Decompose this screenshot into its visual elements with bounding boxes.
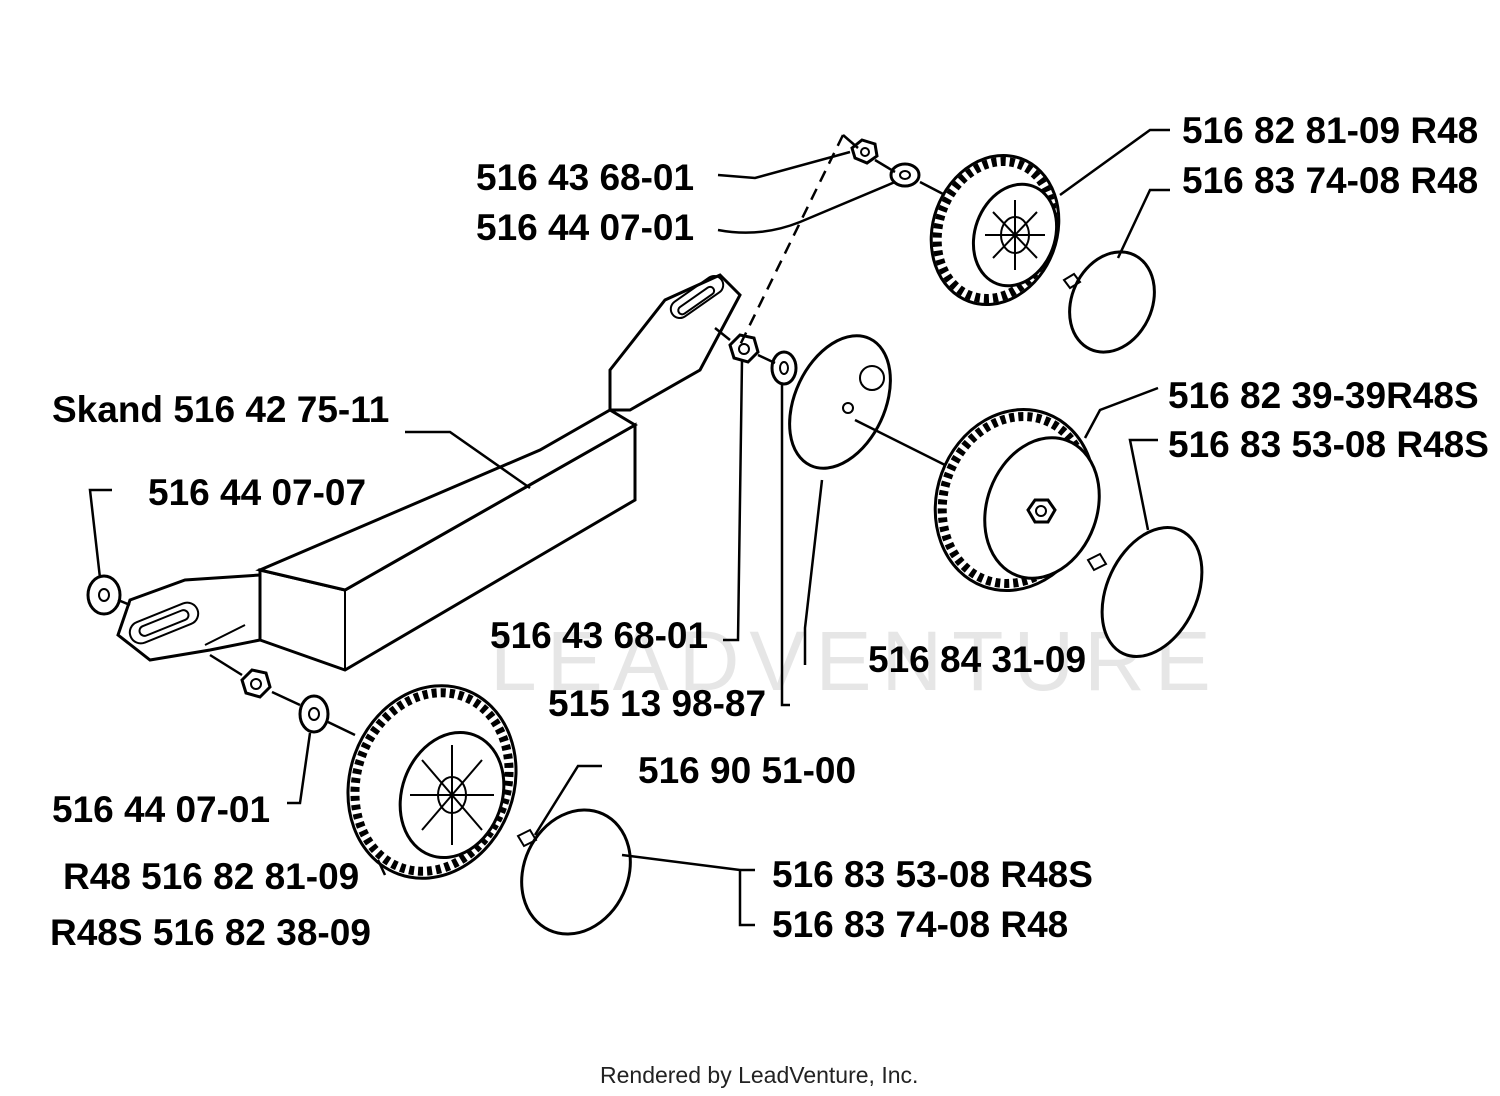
nut-top	[850, 138, 879, 165]
label-r48s-516-82-38-09: R48S 516 82 38-09	[50, 912, 371, 953]
assembly-lines	[117, 134, 946, 737]
washer-bottom	[298, 694, 330, 734]
label-516-84-31-09: 516 84 31-09	[868, 639, 1086, 680]
label-skand-516-42-75-11: Skand 516 42 75-11	[52, 389, 389, 430]
wheel-plate	[788, 334, 892, 470]
wheel-middle-right	[933, 408, 1101, 592]
footer-credit: Rendered by LeadVenture, Inc.	[600, 1062, 918, 1088]
hubcap-top-right	[1068, 250, 1156, 354]
washer-left	[86, 574, 122, 616]
label-516-83-53-08-r48s-bottom: 516 83 53-08 R48S	[772, 854, 1093, 895]
label-516-82-81-09-r48-top: 516 82 81-09 R48	[1182, 110, 1478, 151]
wheel-bottom-left	[346, 684, 518, 880]
label-516-90-51-00: 516 90 51-00	[638, 750, 856, 791]
label-516-43-68-01-top: 516 43 68-01	[476, 157, 694, 198]
label-516-44-07-01-bottom: 516 44 07-01	[52, 789, 270, 830]
label-516-44-07-07: 516 44 07-07	[148, 472, 366, 513]
label-516-83-74-08-r48-bottom: 516 83 74-08 R48	[772, 904, 1068, 945]
label-516-83-53-08-r48s-right: 516 83 53-08 R48S	[1168, 424, 1489, 465]
label-516-44-07-01-top: 516 44 07-01	[476, 207, 694, 248]
axle-bracket	[116, 273, 742, 672]
washer-middle	[770, 350, 798, 386]
label-516-83-74-08-r48-top: 516 83 74-08 R48	[1182, 160, 1478, 201]
leader-lines	[88, 128, 1170, 927]
label-515-13-98-87: 515 13 98-87	[548, 683, 766, 724]
label-r48-516-82-81-09: R48 516 82 81-09	[63, 856, 359, 897]
label-516-82-39-39-r48s: 516 82 39-39R48S	[1168, 375, 1479, 416]
label-516-43-68-01-middle: 516 43 68-01	[490, 615, 708, 656]
hubcap-bottom	[520, 808, 632, 936]
nut-bottom	[240, 668, 272, 699]
washer-top	[889, 162, 921, 188]
wheel-top-right	[929, 154, 1061, 306]
hubcap-middle-right	[1100, 526, 1204, 658]
clip-middle-right	[1086, 552, 1108, 572]
nut-middle	[728, 333, 760, 364]
clip-top-right	[1062, 272, 1082, 290]
watermark-text: LEADVENTURE	[490, 614, 1221, 708]
clip-bottom	[516, 828, 538, 848]
